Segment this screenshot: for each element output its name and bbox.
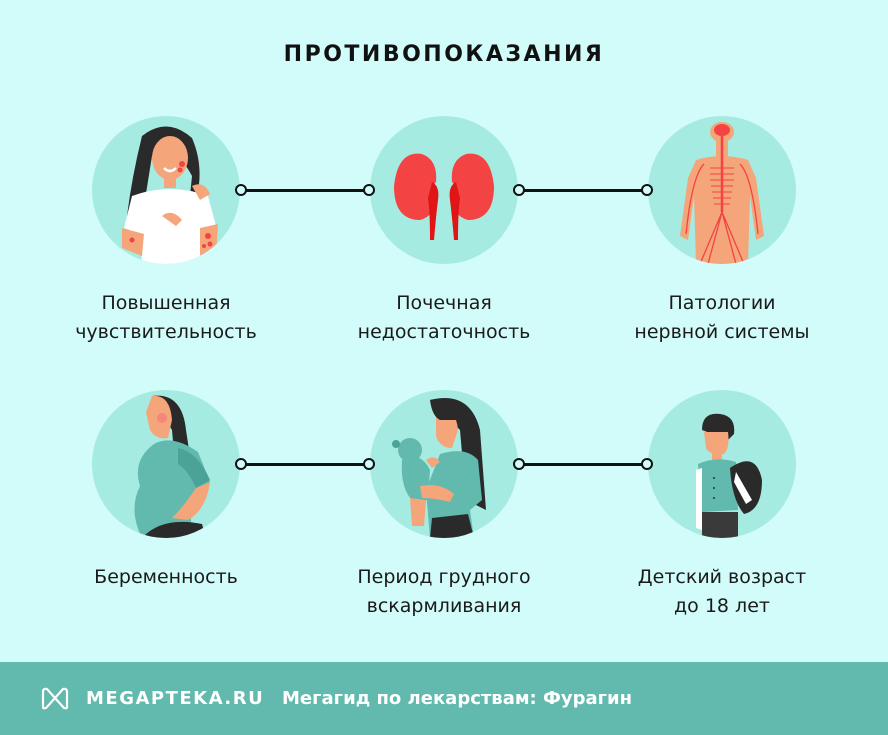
mother-with-baby-icon	[370, 390, 518, 538]
connector-line	[513, 184, 653, 196]
schoolboy-icon	[648, 390, 796, 538]
item-label: Беременность	[94, 566, 238, 588]
connector-line	[235, 184, 375, 196]
pregnant-woman-icon	[92, 390, 240, 538]
footer-subtitle: Мегагид по лекарствам: Фурагин	[282, 688, 633, 709]
connector-line	[235, 458, 375, 470]
footer-bar	[0, 662, 888, 735]
woman-with-rash-icon	[92, 116, 240, 264]
nervous-system-icon	[648, 116, 796, 264]
page-title: ПРОТИВОПОКАЗАНИЯ	[283, 42, 605, 67]
megapteka-logo-icon	[41, 687, 69, 710]
connector-line	[513, 458, 653, 470]
brand-name[interactable]: MEGAPTEKA.RU	[86, 688, 265, 709]
kidneys-icon	[370, 116, 518, 264]
